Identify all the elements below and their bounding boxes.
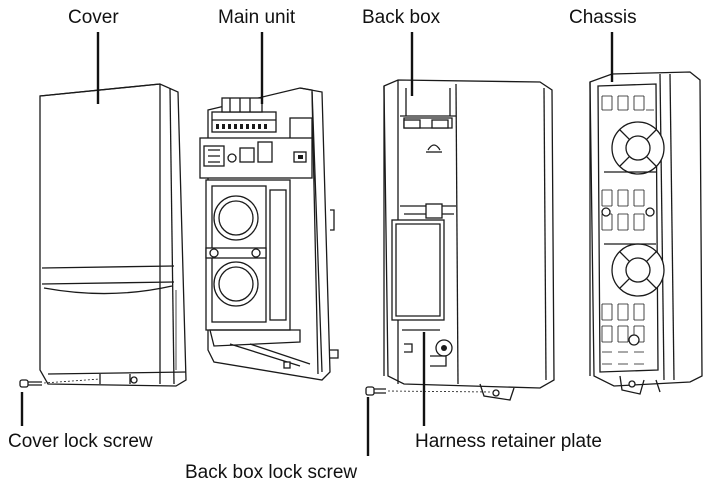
- label-chassis: Chassis: [569, 7, 637, 28]
- back-box-part: [383, 79, 555, 401]
- main-unit-part: [199, 87, 339, 381]
- label-main-unit: Main unit: [218, 7, 296, 28]
- back-box-lock-screw-part: [365, 386, 491, 396]
- cover-lock-screw-part: [19, 378, 101, 388]
- cover-part: [39, 83, 187, 387]
- chassis-part: [589, 71, 703, 395]
- label-back-box-lock-screw: Back box lock screw: [185, 462, 358, 483]
- label-cover: Cover: [68, 7, 119, 28]
- label-back-box: Back box: [362, 7, 441, 28]
- label-cover-lock-screw: Cover lock screw: [8, 431, 153, 452]
- label-harness-retainer-plate: Harness retainer plate: [415, 431, 602, 452]
- leader-lines: [20, 32, 614, 456]
